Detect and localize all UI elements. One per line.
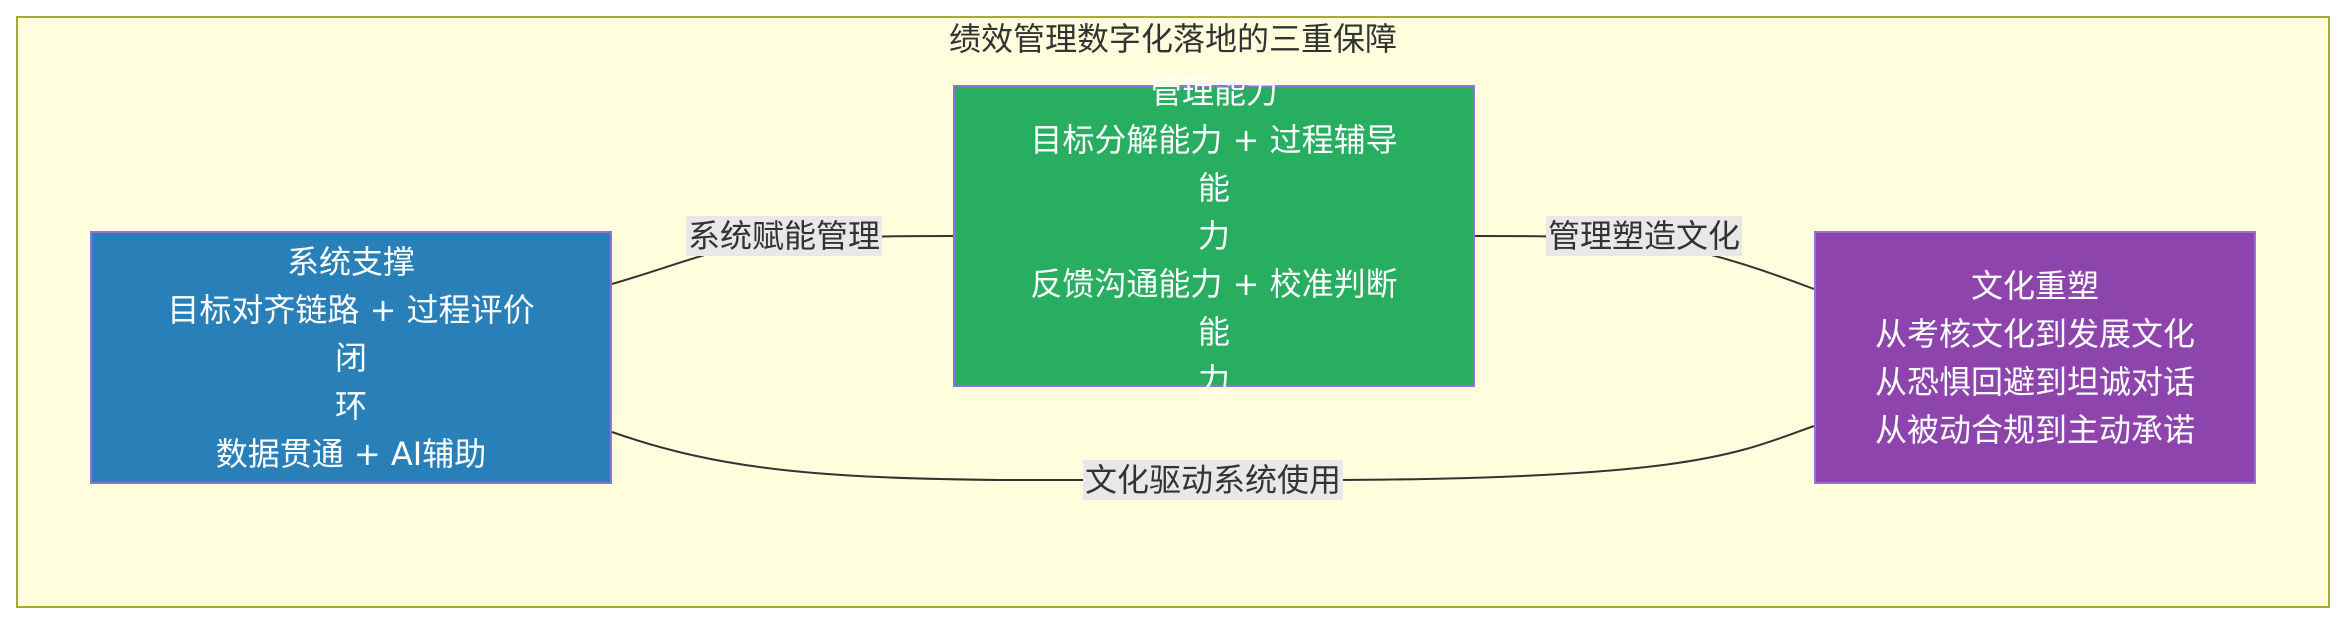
node-management-title: 管理能力	[1149, 73, 1278, 111]
node-management-capability: 管理能力 目标分解能力 + 过程辅导能 力 反馈沟通能力 + 校准判断能 力	[953, 73, 1475, 399]
diagram-title: 绩效管理数字化落地的三重保障	[948, 20, 1397, 58]
node-culture-line: 从恐惧回避到坦诚对话	[1874, 362, 2195, 401]
edge-label-culture-to-system: 文化驱动系统使用	[1082, 460, 1344, 500]
node-system-line: 环	[334, 386, 367, 425]
node-system-line: 目标对齐链路 + 过程评价闭	[167, 290, 535, 377]
node-management-line: 反馈沟通能力 + 校准判断能	[1030, 265, 1398, 351]
node-management-line: 目标分解能力 + 过程辅导能	[1030, 121, 1398, 207]
node-culture-reshape: 文化重塑 从考核文化到发展文化 从恐惧回避到坦诚对话 从被动合规到主动承诺	[1814, 231, 2256, 484]
node-culture-title: 文化重塑	[1970, 266, 2099, 305]
node-system-support: 系统支撑 目标对齐链路 + 过程评价闭 环 数据贯通 + AI辅助	[90, 231, 612, 484]
node-culture-line: 从被动合规到主动承诺	[1874, 410, 2195, 449]
node-system-line: 数据贯通 + AI辅助	[215, 434, 487, 473]
node-culture-line: 从考核文化到发展文化	[1874, 314, 2195, 353]
node-management-line: 力	[1197, 361, 1230, 399]
edge-label-system-to-management: 系统赋能管理	[685, 216, 883, 256]
node-system-title: 系统支撑	[286, 242, 415, 281]
node-management-line: 力	[1197, 217, 1230, 255]
edge-label-management-to-culture: 管理塑造文化	[1545, 216, 1743, 256]
